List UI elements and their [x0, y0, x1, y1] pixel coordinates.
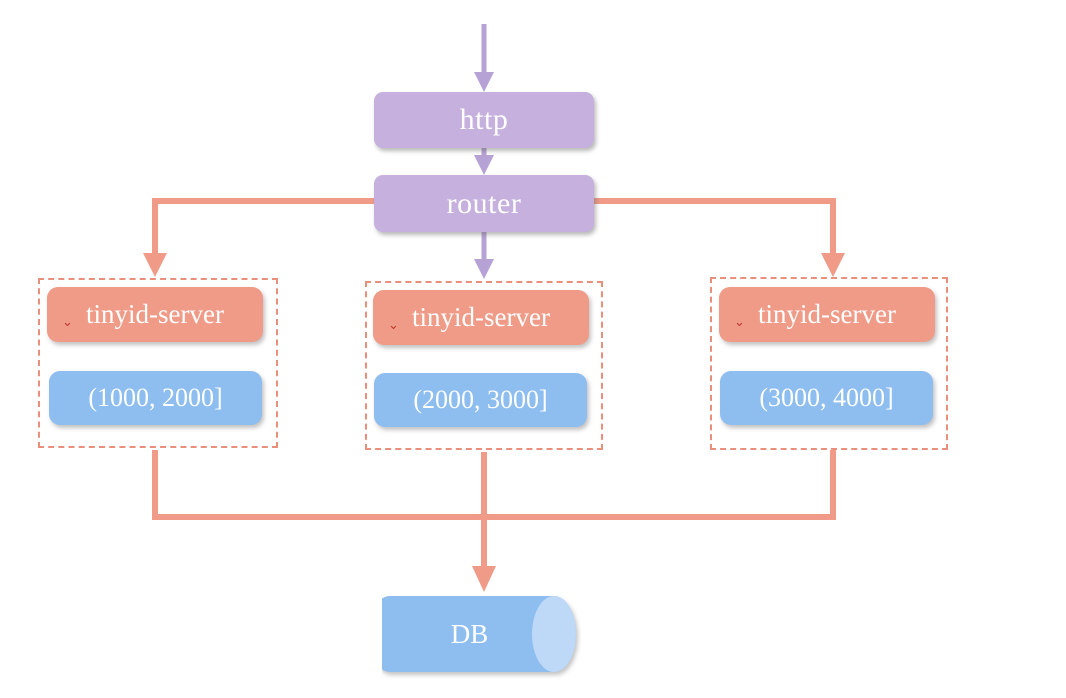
edge-request-to-http: [474, 24, 494, 92]
group-left-segment-label: (1000, 2000]: [88, 383, 223, 412]
group-middle-server-label: tinyid-server: [412, 302, 550, 332]
group-left-server[interactable]: tinyid-server: [47, 287, 263, 342]
node-http[interactable]: http: [374, 92, 594, 148]
db-cylinder-icon: [368, 596, 576, 672]
node-db-label-wrap: DB: [382, 588, 557, 680]
edge-group-middle-to-db: [472, 452, 496, 592]
node-http-label: http: [459, 103, 509, 136]
group-middle-segment[interactable]: (2000, 3000]: [374, 373, 587, 427]
group-left[interactable]: [38, 278, 278, 448]
group-right-segment-label: (3000, 4000]: [759, 383, 894, 412]
edge-router-to-group-left: [143, 198, 374, 277]
group-left-server-label: tinyid-server: [86, 299, 224, 329]
group-left-segment[interactable]: (1000, 2000]: [49, 371, 262, 425]
group-middle[interactable]: [365, 281, 603, 450]
group-middle-segment-label: (2000, 3000]: [413, 385, 548, 414]
group-right-segment[interactable]: (3000, 4000]: [720, 371, 933, 425]
edge-router-to-group-right: [594, 198, 845, 277]
node-db-label: DB: [450, 618, 489, 649]
node-db[interactable]: [368, 588, 582, 680]
group-middle-server[interactable]: tinyid-server: [373, 290, 589, 345]
edge-group-left-to-db: [152, 450, 484, 520]
edge-http-to-router: [474, 148, 494, 175]
group-right-server-label: tinyid-server: [758, 299, 896, 329]
node-router[interactable]: router: [374, 175, 594, 232]
group-right[interactable]: [710, 277, 948, 450]
edge-group-right-to-db: [484, 450, 836, 520]
edge-router-to-group-middle: [474, 232, 494, 279]
group-right-server[interactable]: tinyid-server: [719, 287, 935, 342]
node-router-label: router: [446, 186, 522, 220]
